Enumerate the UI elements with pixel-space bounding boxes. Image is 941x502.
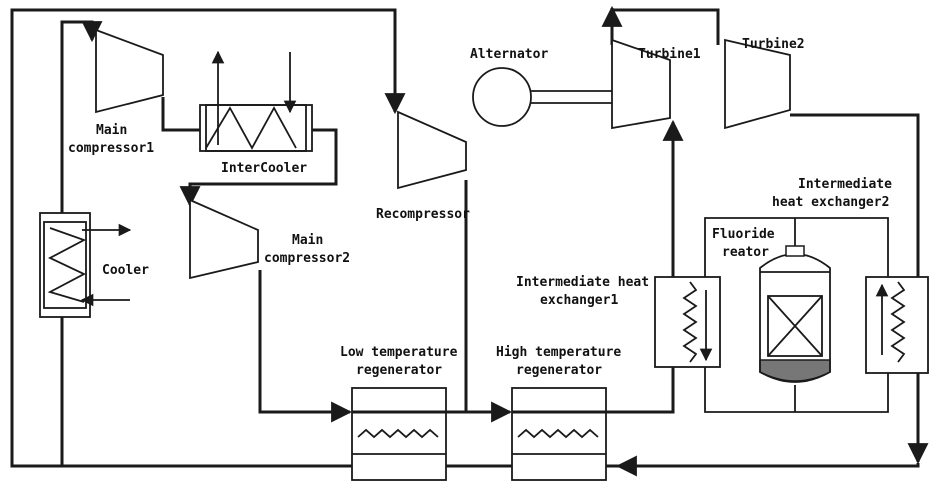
ihx1-box xyxy=(654,276,721,368)
fluoride-reactor xyxy=(759,245,831,383)
label-recompressor: Recompressor xyxy=(376,207,470,222)
alternator-shaft xyxy=(531,90,612,104)
label-htr-line2: regenerator xyxy=(516,363,602,378)
reactor-core xyxy=(767,295,823,357)
label-turbine1: Turbine1 xyxy=(638,47,701,62)
label-ihx1-line1: Intermediate heat xyxy=(516,275,649,290)
label-ihx2-line1: Intermediate xyxy=(798,177,892,192)
label-main-compressor2-line1: Main xyxy=(292,233,323,248)
label-htr-line1: High temperature xyxy=(496,345,621,360)
intercooler-unit xyxy=(199,50,313,152)
main-compressor1-shape xyxy=(95,28,164,114)
main-compressor2-shape xyxy=(189,198,259,280)
pipe-mc1-to-intercooler xyxy=(161,97,200,132)
ltr-box xyxy=(351,387,447,481)
label-main-compressor1-line1: Main xyxy=(96,123,127,138)
pipe-htr-to-turbine1 xyxy=(606,122,675,414)
ihx2-box xyxy=(865,276,929,374)
pipe-intercooler-to-mc2 xyxy=(179,128,338,208)
label-ihx1-line2: exchanger1 xyxy=(540,293,618,308)
pipe-bottom-return xyxy=(10,8,920,468)
high-temp-regenerator xyxy=(511,387,607,481)
label-turbine2: Turbine2 xyxy=(742,37,805,52)
label-ltr-line2: regenerator xyxy=(356,363,442,378)
recompressor-shape xyxy=(397,110,467,190)
intercooler-box xyxy=(199,104,313,152)
label-cooler: Cooler xyxy=(102,263,149,278)
label-fluoride-line1: Fluoride xyxy=(712,227,775,242)
label-ltr-line1: Low temperature xyxy=(340,345,458,360)
label-main-compressor1-line2: compressor1 xyxy=(68,141,154,156)
turbine2-shape xyxy=(724,38,791,130)
label-fluoride-line2: reator xyxy=(722,245,769,260)
pipe-mc2-to-ltr xyxy=(258,270,353,423)
label-intercooler: InterCooler xyxy=(221,161,307,176)
ihx1-unit xyxy=(654,276,721,368)
ihx2-unit xyxy=(865,276,929,374)
turbine1-shape xyxy=(611,38,671,130)
label-alternator: Alternator xyxy=(470,47,548,62)
label-ihx2-line2: heat exchanger2 xyxy=(772,195,889,210)
low-temp-regenerator xyxy=(351,387,447,481)
label-main-compressor2-line2: compressor2 xyxy=(264,251,350,266)
reactor-vessel xyxy=(759,253,831,383)
pipe-turbine1-to-turbine2 xyxy=(610,8,720,45)
cooler-unit xyxy=(39,212,132,318)
htr-box xyxy=(511,387,607,481)
alternator-circle xyxy=(472,67,532,127)
